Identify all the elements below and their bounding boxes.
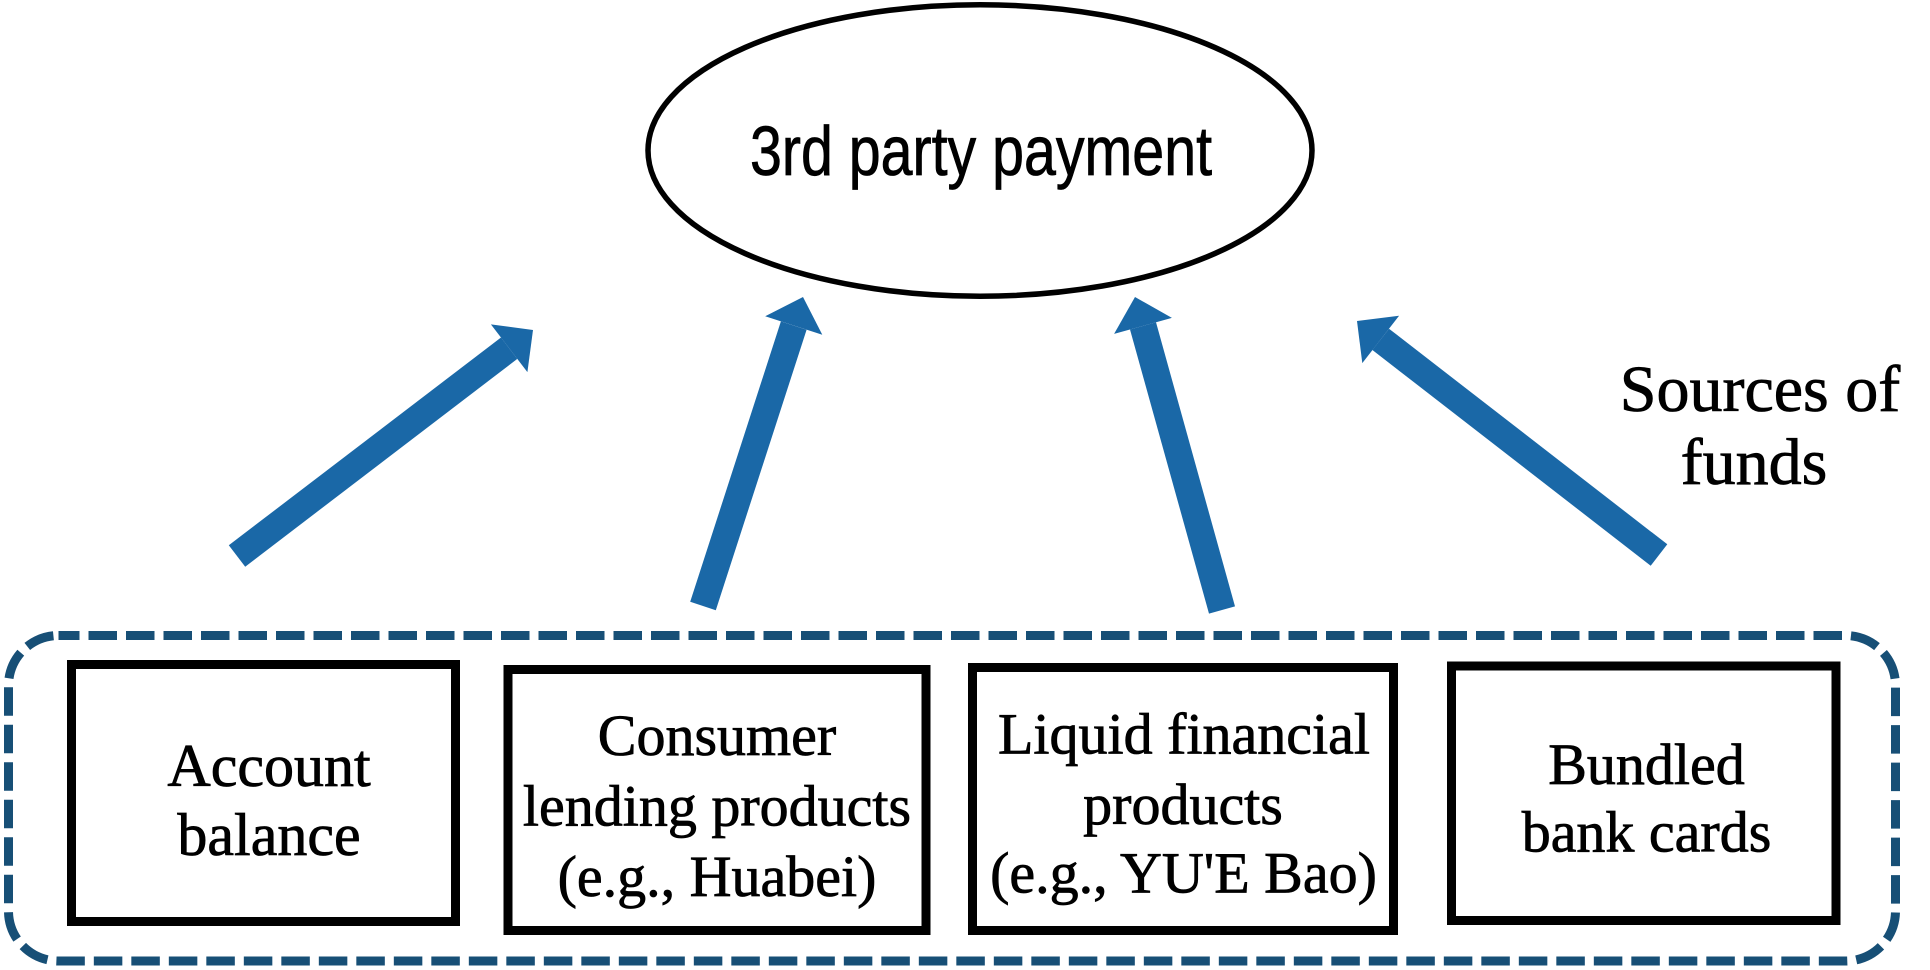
svg-text:Sources of: Sources of	[1620, 353, 1900, 426]
svg-text:(e.g., Huabei): (e.g., Huabei)	[558, 844, 877, 909]
svg-text:Consumer: Consumer	[598, 703, 836, 768]
svg-text:(e.g., YU'E Bao): (e.g., YU'E Bao)	[990, 841, 1377, 906]
svg-text:balance: balance	[177, 802, 360, 868]
svg-text:3rd party payment: 3rd party payment	[750, 112, 1212, 190]
svg-text:products: products	[1083, 772, 1283, 837]
svg-text:Bundled: Bundled	[1548, 732, 1745, 797]
svg-text:bank cards: bank cards	[1522, 800, 1772, 865]
svg-text:Account: Account	[167, 733, 371, 799]
svg-text:lending products: lending products	[523, 774, 911, 839]
svg-text:Liquid financial: Liquid financial	[998, 702, 1370, 767]
svg-text:funds: funds	[1681, 426, 1828, 499]
